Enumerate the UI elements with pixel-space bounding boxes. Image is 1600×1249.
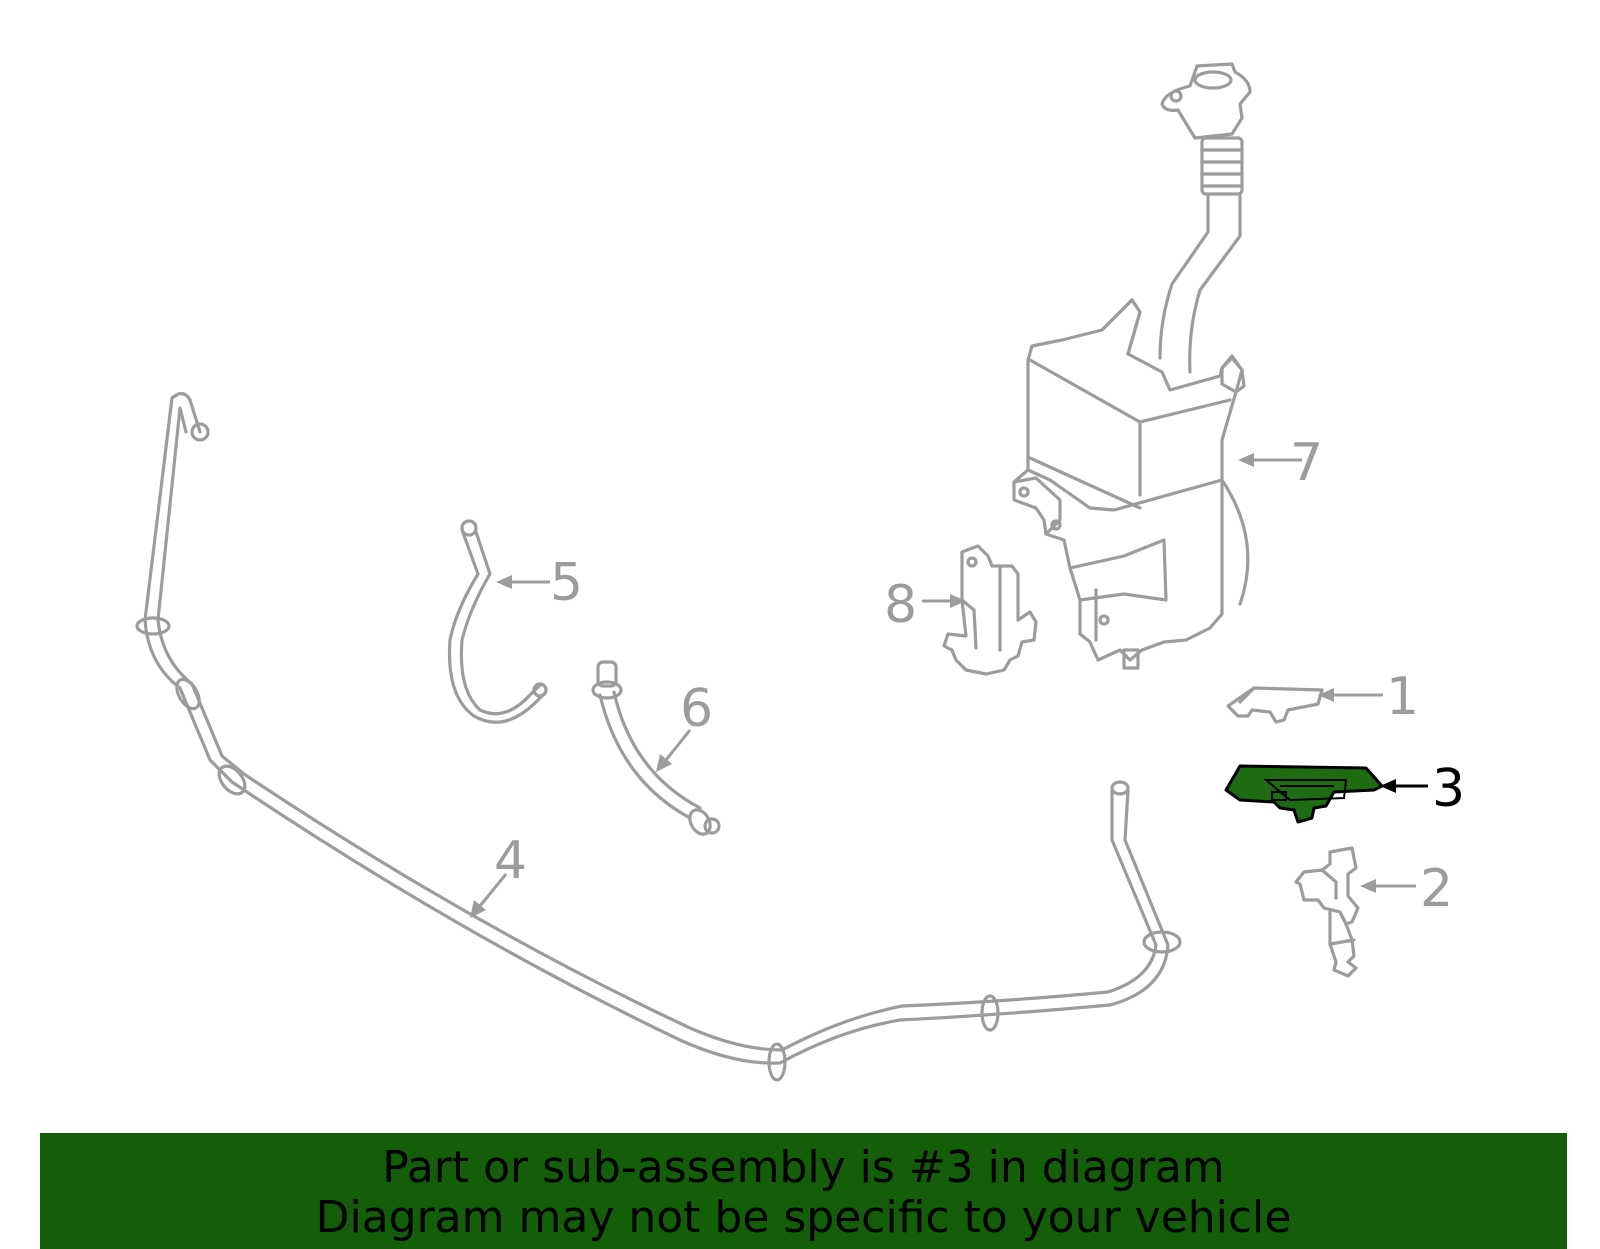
leader-5 — [496, 575, 550, 589]
part-5-hose[interactable] — [447, 519, 548, 724]
callout-1[interactable]: 1 — [1386, 667, 1419, 727]
part-2-nozzle[interactable] — [1294, 846, 1360, 978]
leader-3 — [1380, 779, 1428, 793]
callout-3[interactable]: 3 — [1432, 759, 1465, 819]
part-3-nozzle-highlighted[interactable] — [1224, 764, 1384, 824]
banner-part-note: Part or sub-assembly is #3 in diagram — [382, 1142, 1225, 1193]
leader-8 — [922, 594, 966, 608]
leader-6 — [656, 729, 692, 772]
callout-2[interactable]: 2 — [1420, 859, 1453, 919]
banner-vehicle-disclaimer: Diagram may not be specific to your vehi… — [315, 1192, 1292, 1243]
part-4-washer-hose[interactable] — [135, 392, 1182, 1082]
callout-6[interactable]: 6 — [680, 679, 713, 739]
callout-4[interactable]: 4 — [494, 831, 527, 891]
callout-5[interactable]: 5 — [550, 553, 583, 613]
callout-7[interactable]: 7 — [1290, 433, 1323, 493]
part-8-bracket[interactable] — [942, 544, 1038, 676]
leader-4 — [470, 873, 508, 918]
part-6-hose[interactable] — [591, 660, 721, 838]
callout-8[interactable]: 8 — [884, 575, 917, 635]
leader-2 — [1360, 879, 1416, 893]
info-banner: Part or sub-assembly is #3 in diagram Di… — [40, 1133, 1567, 1249]
part-1-cover[interactable] — [1226, 686, 1324, 724]
leader-1 — [1318, 688, 1383, 702]
leader-7 — [1238, 453, 1302, 467]
part-7-reservoir[interactable] — [1012, 62, 1252, 670]
